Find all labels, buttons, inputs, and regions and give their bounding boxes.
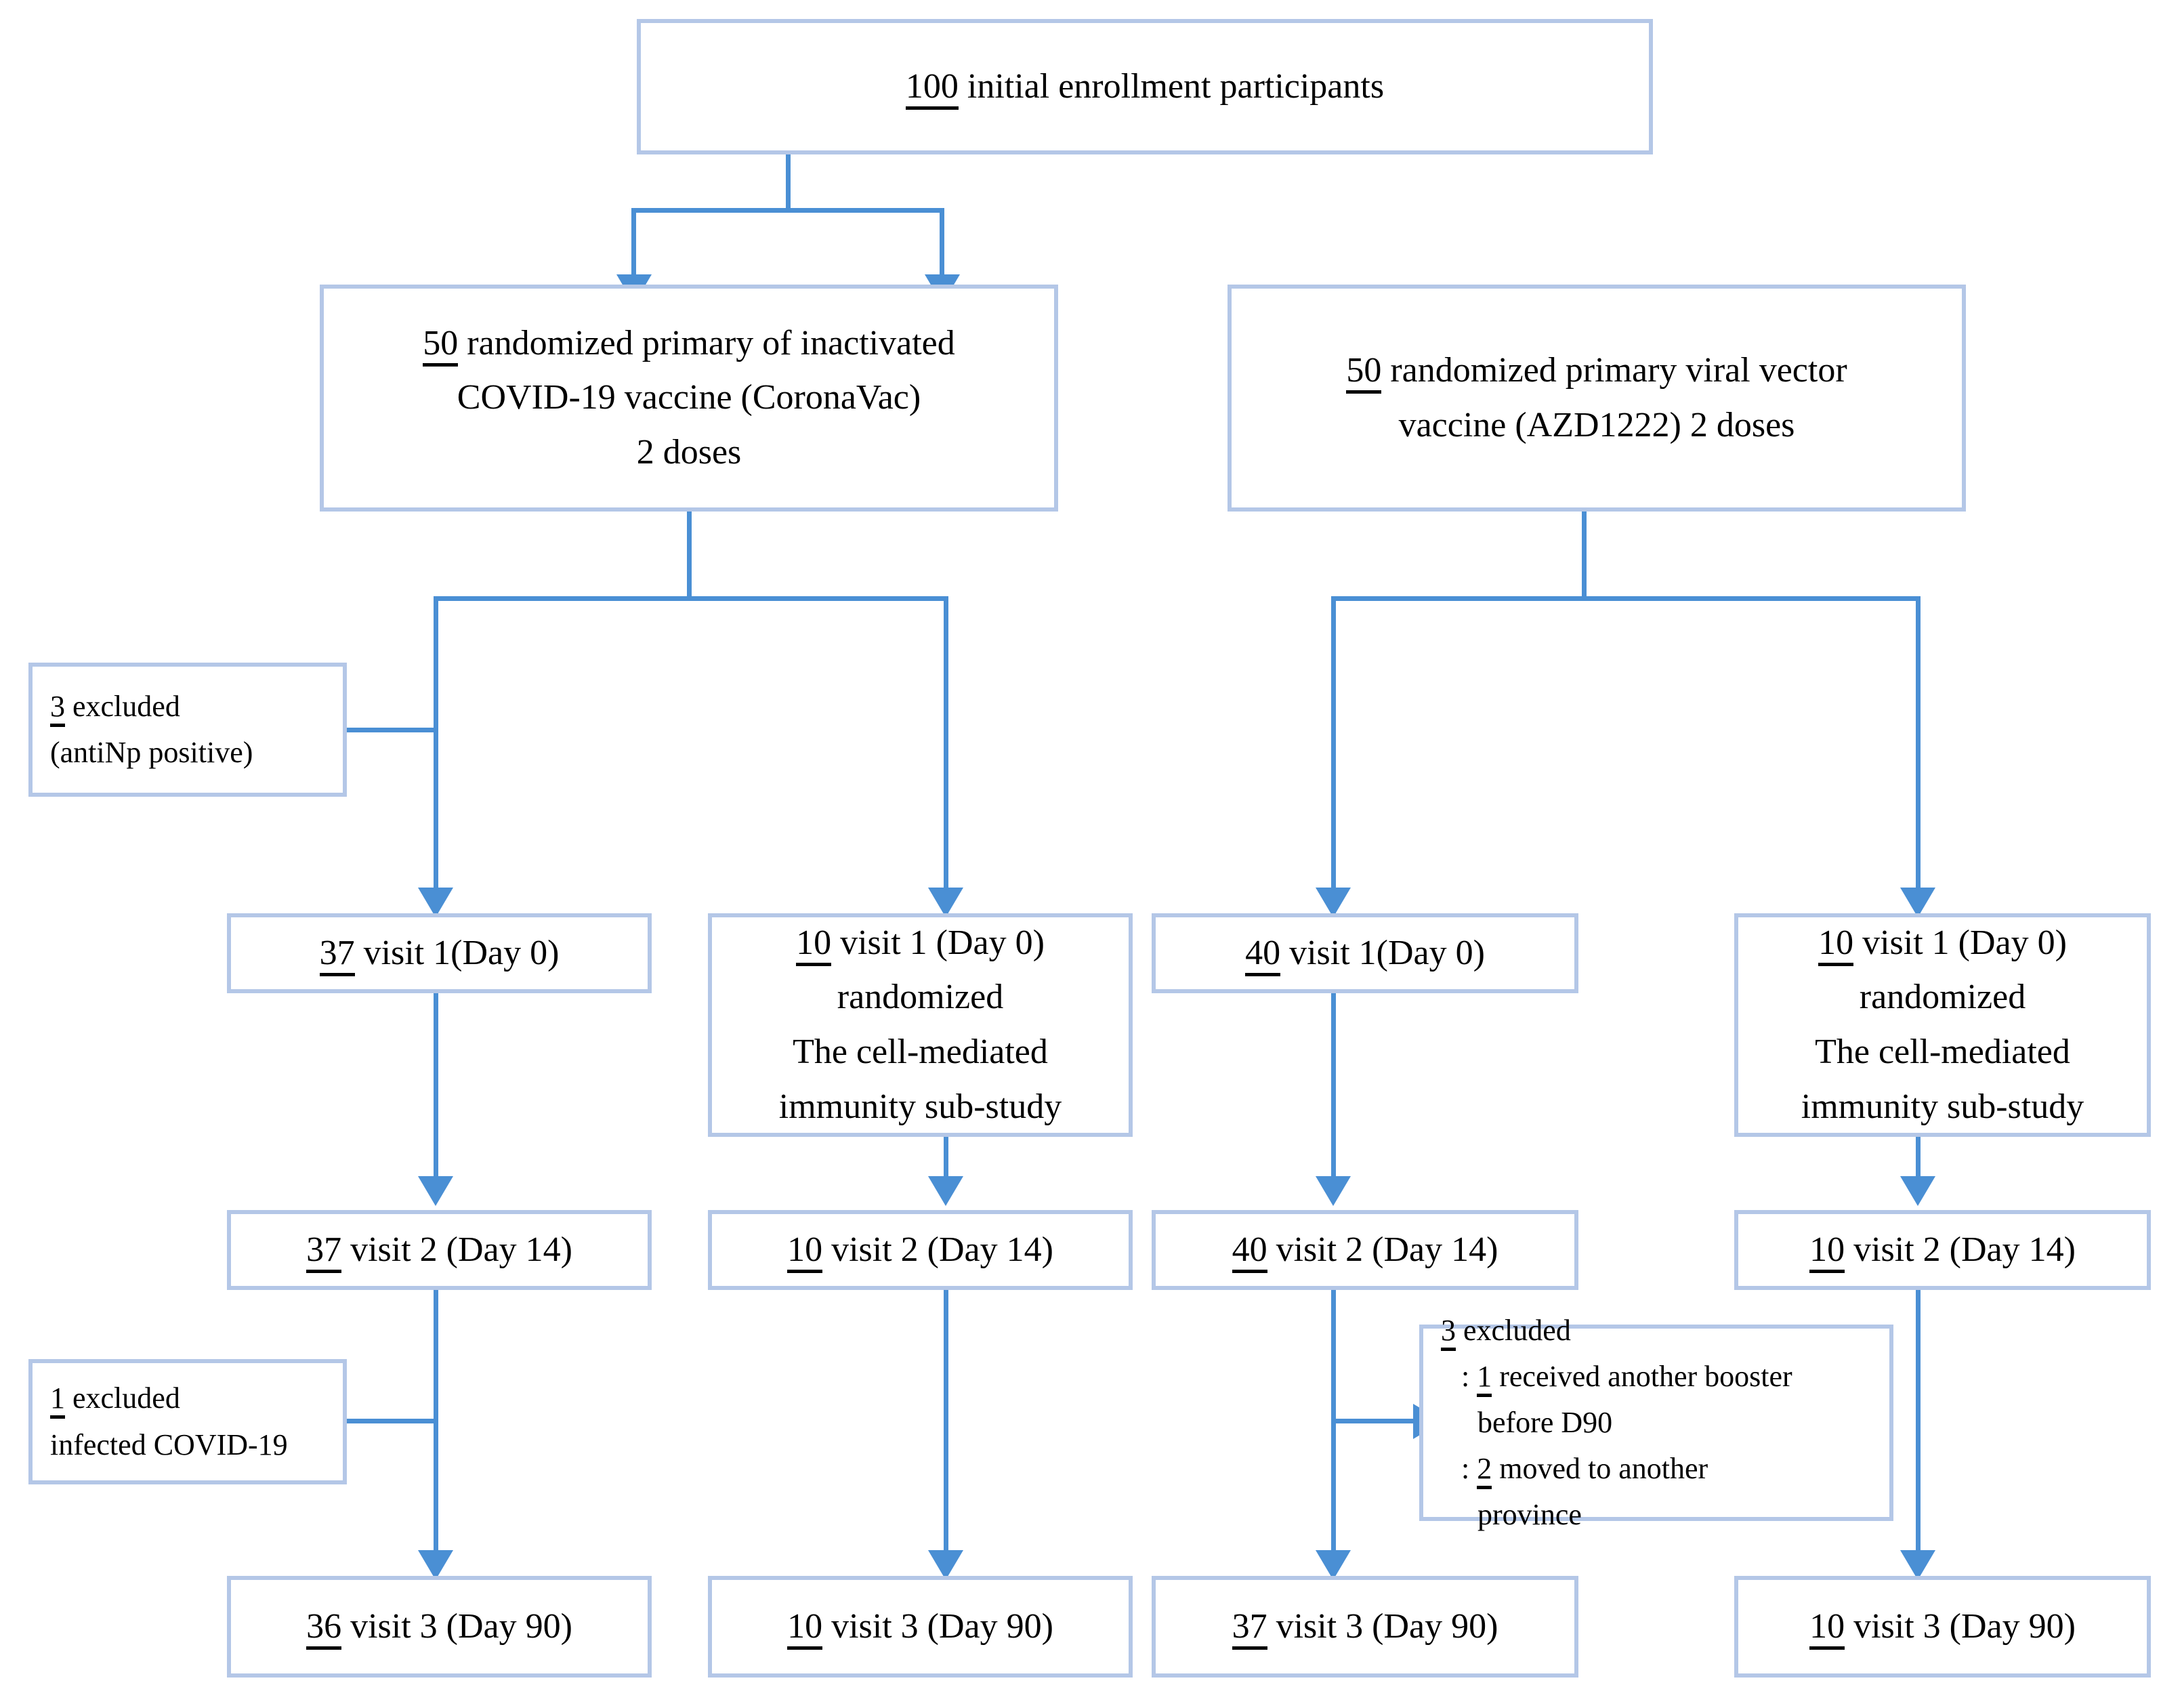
excluded-infected-line1: 1 excluded xyxy=(50,1375,333,1421)
excluded-d90-line3: before D90 xyxy=(1477,1405,1613,1439)
arm-coronavac-line1: 50 randomized primary of inactivated xyxy=(333,316,1045,371)
enrollment-label: initial enrollment participants xyxy=(967,66,1385,106)
visit1-box-col2: 10 visit 1 (Day 0) randomized The cell-m… xyxy=(708,913,1133,1137)
connector-col2-v2-v3 xyxy=(944,1290,948,1561)
excluded-d90-line5: province xyxy=(1477,1498,1582,1532)
visit1-col4-line4: immunity sub-study xyxy=(1801,1087,2084,1126)
connector-excluded-d90 xyxy=(1331,1419,1419,1423)
arrow-col4-visit3 xyxy=(1900,1550,1935,1580)
connector-enroll-left-drop xyxy=(631,208,636,279)
connector-col2-v1-v2 xyxy=(944,1137,948,1190)
enrollment-count: 100 xyxy=(905,66,959,110)
connector-enroll-stem xyxy=(786,154,791,212)
arrow-col2-visit3 xyxy=(928,1550,963,1580)
excluded-d90-line2: : 1 received another booster xyxy=(1441,1354,1880,1400)
connector-col4-v2-v3 xyxy=(1916,1290,1921,1561)
connector-col3-drop xyxy=(1331,596,1336,918)
arrow-col3-visit2 xyxy=(1316,1176,1351,1206)
connector-col4-drop xyxy=(1916,596,1921,918)
visit1-box-col4: 10 visit 1 (Day 0) randomized The cell-m… xyxy=(1734,913,2151,1137)
connector-coronavac-stem xyxy=(687,512,692,601)
visit1-box-col1: 37 visit 1(Day 0) xyxy=(227,913,652,993)
visit1-col4-line1: 10 visit 1 (Day 0) xyxy=(1748,916,2137,971)
arrow-to-col1-visit1 xyxy=(418,888,453,917)
visit1-col2-line4: immunity sub-study xyxy=(778,1087,1062,1126)
arrow-col1-visit3 xyxy=(418,1550,453,1580)
arrow-to-col2-visit1 xyxy=(928,888,963,917)
connector-col3-v1-v2 xyxy=(1331,993,1336,1190)
connector-col2-drop xyxy=(944,596,948,918)
enrollment-box: 100 initial enrollment participants xyxy=(637,19,1653,154)
excluded-box-infected: 1 excluded infected COVID-19 xyxy=(28,1359,347,1484)
visit3-box-col1: 36 visit 3 (Day 90) xyxy=(227,1576,652,1678)
arm-box-coronavac: 50 randomized primary of inactivated COV… xyxy=(320,285,1058,512)
excluded-antinp-line2: (antiNp positive) xyxy=(50,736,253,769)
visit2-box-col2: 10 visit 2 (Day 14) xyxy=(708,1210,1133,1290)
arrow-to-col3-visit1 xyxy=(1316,888,1351,917)
visit3-box-col4: 10 visit 3 (Day 90) xyxy=(1734,1576,2151,1678)
arrow-col1-visit2 xyxy=(418,1176,453,1206)
visit1-col4-line2: randomized xyxy=(1859,978,2026,1017)
arm-azd1222-line1: 50 randomized primary viral vector xyxy=(1241,343,1952,398)
connector-azd1222-stem xyxy=(1582,512,1587,601)
visit1-col2-line2: randomized xyxy=(837,978,1004,1017)
arm-box-azd1222: 50 randomized primary viral vector vacci… xyxy=(1228,285,1966,512)
visit1-box-col3: 40 visit 1(Day 0) xyxy=(1152,913,1578,993)
excluded-box-antinp: 3 excluded (antiNp positive) xyxy=(28,663,347,797)
connector-col1-v1-v2 xyxy=(434,993,438,1190)
connector-col3-v2-v3 xyxy=(1331,1290,1336,1561)
connector-col1-v2-v3 xyxy=(434,1290,438,1561)
visit1-col2-line3: The cell-mediated xyxy=(793,1033,1048,1071)
visit2-box-col1: 37 visit 2 (Day 14) xyxy=(227,1210,652,1290)
excluded-box-d90: 3 excluded : 1 received another booster … xyxy=(1419,1313,1893,1531)
arrow-col3-visit3 xyxy=(1316,1550,1351,1580)
visit3-box-col2: 10 visit 3 (Day 90) xyxy=(708,1576,1133,1678)
visit1-col4-line3: The cell-mediated xyxy=(1815,1033,2070,1071)
connector-enroll-right-drop xyxy=(940,208,944,279)
arrow-col2-visit2 xyxy=(928,1176,963,1206)
visit2-box-col3: 40 visit 2 (Day 14) xyxy=(1152,1210,1578,1290)
visit3-box-col3: 37 visit 3 (Day 90) xyxy=(1152,1576,1578,1678)
connector-col4-v1-v2 xyxy=(1916,1137,1921,1190)
arm-coronavac-line3: 2 doses xyxy=(636,432,742,472)
excluded-d90-line1: 3 excluded xyxy=(1441,1308,1880,1354)
arm-coronavac-line2: COVID-19 vaccine (CoronaVac) xyxy=(457,378,921,417)
excluded-d90-line4: : 2 moved to another xyxy=(1441,1446,1880,1492)
arm-azd1222-line2: vaccine (AZD1222) 2 doses xyxy=(1398,405,1795,444)
connector-col1-drop xyxy=(434,596,438,918)
visit1-col2-line1: 10 visit 1 (Day 0) xyxy=(721,916,1119,971)
excluded-infected-line2: infected COVID-19 xyxy=(50,1428,288,1461)
visit2-box-col4: 10 visit 2 (Day 14) xyxy=(1734,1210,2151,1290)
arrow-to-col4-visit1 xyxy=(1900,888,1935,917)
excluded-antinp-line1: 3 excluded xyxy=(50,684,333,730)
arrow-col4-visit2 xyxy=(1900,1176,1935,1206)
connector-azd1222-bar xyxy=(1331,596,1921,601)
connector-enroll-bar xyxy=(631,208,944,213)
connector-coronavac-bar xyxy=(434,596,948,601)
